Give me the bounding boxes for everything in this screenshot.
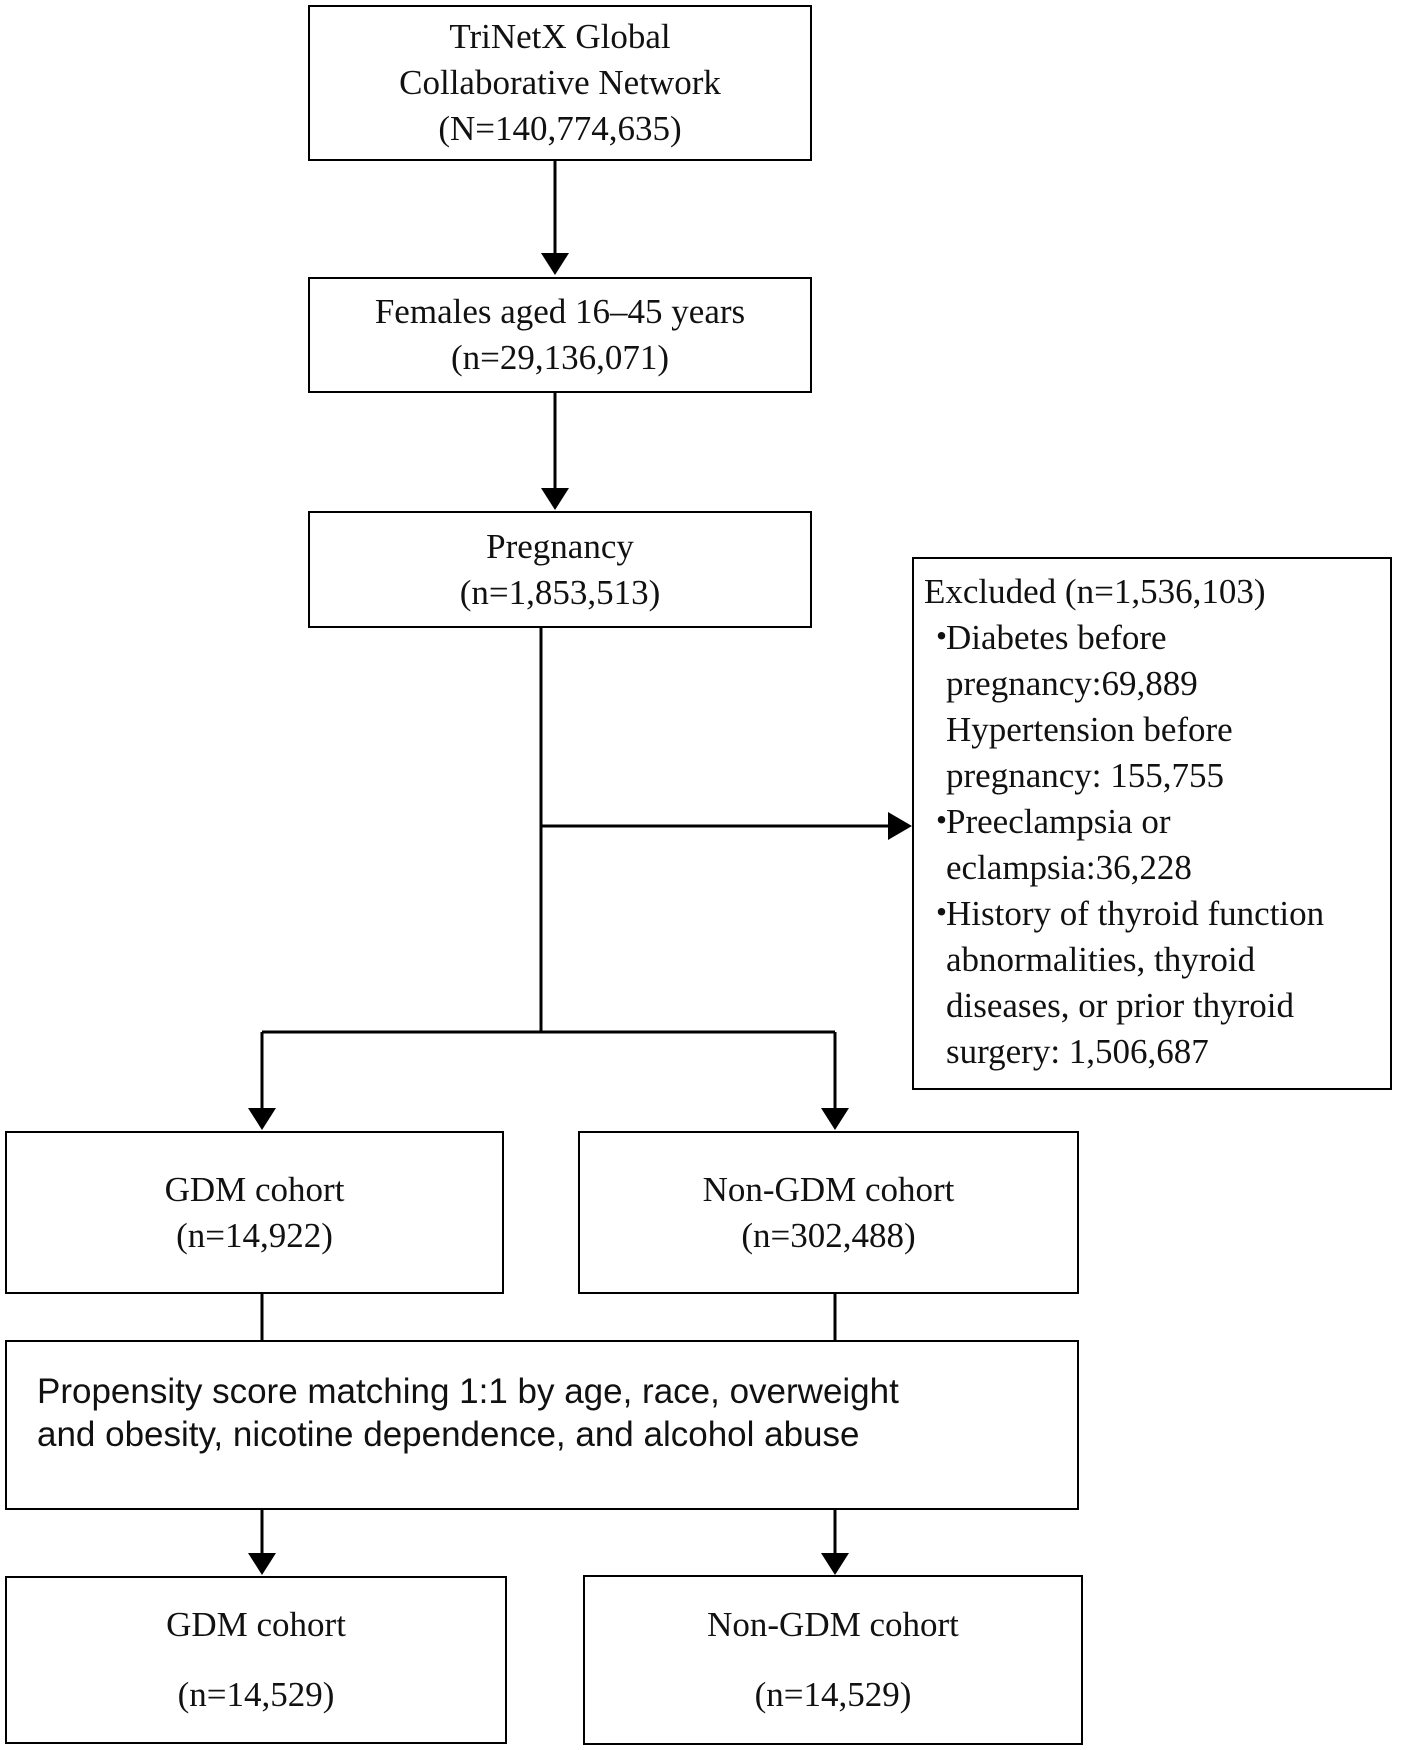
bullet-icon: ・ <box>924 618 960 657</box>
node-nongdm-before-line-2: (n=302,488) <box>741 1215 916 1255</box>
arrowhead-nongdm-after <box>821 1553 849 1575</box>
arrowhead-gdm-after <box>248 1553 276 1575</box>
node-pregnancy-line-2: (n=1,853,513) <box>459 572 661 612</box>
node-nongdm-after-line-2: (n=14,529) <box>754 1675 912 1715</box>
node-gdm-before-line-1: GDM cohort <box>164 1169 345 1209</box>
node-females-line-1: Females aged 16–45 years <box>374 292 746 331</box>
excluded-item-text: Preeclampsia or <box>946 802 1171 841</box>
node-psm-line-2: and obesity, nicotine dependence, and al… <box>37 1415 860 1454</box>
excluded-item-text: History of thyroid function <box>946 894 1325 933</box>
arrowhead-nongdm-before <box>821 1108 849 1130</box>
excluded-item-text: eclampsia:36,228 <box>946 848 1192 887</box>
bullet-icon: ・ <box>924 802 960 841</box>
node-nongdm-after-line-1: Non-GDM cohort <box>707 1604 959 1644</box>
node-gdm-after-line-1: GDM cohort <box>166 1605 346 1644</box>
node-network: TriNetX Global Collaborative Network (N=… <box>308 5 812 161</box>
node-psm-line-1: Propensity score matching 1:1 by age, ra… <box>37 1372 899 1411</box>
excluded-item-text: pregnancy:69,889 <box>946 664 1198 703</box>
excluded-item-text: abnormalities, thyroid <box>946 940 1256 979</box>
node-psm: Propensity score matching 1:1 by age, ra… <box>5 1340 1079 1510</box>
arrowhead-excluded <box>888 812 912 840</box>
arrowhead-gdm-before <box>248 1108 276 1130</box>
excluded-title: Excluded (n=1,536,103) <box>924 572 1266 611</box>
excluded-item: ・ History of thyroid function <box>924 891 1390 937</box>
node-pregnancy: Pregnancy (n=1,853,513) <box>308 511 812 628</box>
node-gdm-after: GDM cohort (n=14,529) <box>5 1576 507 1744</box>
node-excluded: Excluded (n=1,536,103) ・ Diabetes before… <box>912 557 1392 1090</box>
node-nongdm-before-line-1: Non-GDM cohort <box>702 1169 955 1209</box>
node-gdm-before-line-2: (n=14,922) <box>176 1215 333 1255</box>
node-network-line-2: Collaborative Network <box>399 63 721 102</box>
node-gdm-after-line-2: (n=14,529) <box>177 1675 335 1714</box>
arrowhead-females <box>541 253 569 275</box>
node-nongdm-before: Non-GDM cohort (n=302,488) <box>578 1131 1079 1294</box>
node-females: Females aged 16–45 years (n=29,136,071) <box>308 277 812 393</box>
node-pregnancy-line-1: Pregnancy <box>486 526 634 566</box>
excluded-item-text: Diabetes before <box>946 618 1167 657</box>
excluded-item-text: Hypertension before <box>946 710 1233 749</box>
excluded-item-text: diseases, or prior thyroid <box>946 986 1294 1025</box>
excluded-item-text: surgery: 1,506,687 <box>946 1032 1209 1071</box>
bullet-icon: ・ <box>924 894 960 933</box>
node-network-line-1: TriNetX Global <box>449 17 671 56</box>
arrowhead-pregnancy <box>541 488 569 510</box>
node-nongdm-after: Non-GDM cohort (n=14,529) <box>583 1575 1083 1745</box>
node-network-line-3: (N=140,774,635) <box>438 109 682 148</box>
node-females-line-2: (n=29,136,071) <box>450 338 670 377</box>
excluded-item: ・ Diabetes before <box>924 615 1390 661</box>
excluded-item: ・ Preeclampsia or <box>924 799 1390 845</box>
excluded-item-text: pregnancy: 155,755 <box>946 756 1224 795</box>
node-gdm-before: GDM cohort (n=14,922) <box>5 1131 504 1294</box>
